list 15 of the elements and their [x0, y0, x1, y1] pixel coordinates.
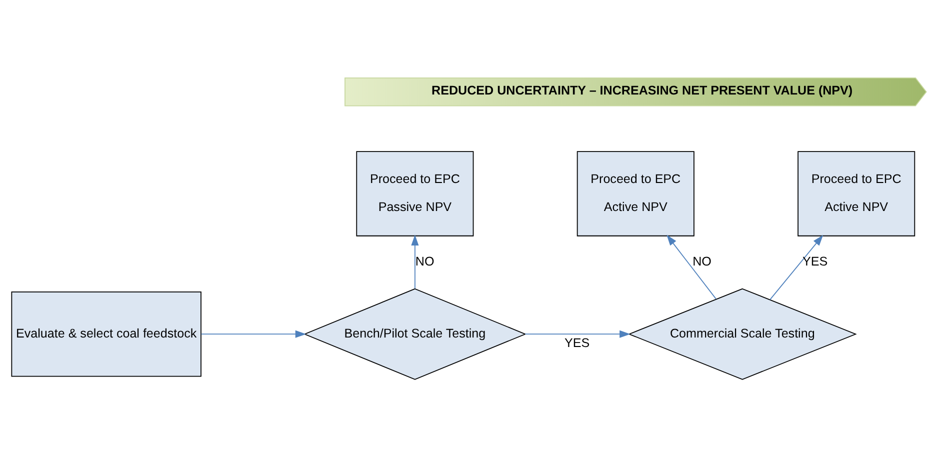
node-box: Proceed to EPC Active NPV: [798, 151, 916, 236]
edge-label: YES: [802, 254, 828, 269]
arrow: [666, 234, 716, 300]
edge-label: NO: [692, 254, 712, 269]
arrow: [200, 330, 306, 338]
edge-label: YES: [564, 336, 590, 350]
node-diamond: Bench/Pilot Scale Testing: [303, 288, 526, 380]
node-box: Proceed to EPC Active NPV: [576, 151, 694, 236]
node-box: Proceed to EPC Passive NPV: [356, 151, 474, 236]
arrow: [411, 234, 419, 290]
node-diamond: Commercial Scale Testing: [628, 288, 857, 380]
node-box: Evaluate & select coal feedstock: [11, 292, 202, 377]
arrow: [770, 234, 824, 300]
arrow: [524, 330, 630, 338]
edge-label: NO: [415, 254, 434, 269]
